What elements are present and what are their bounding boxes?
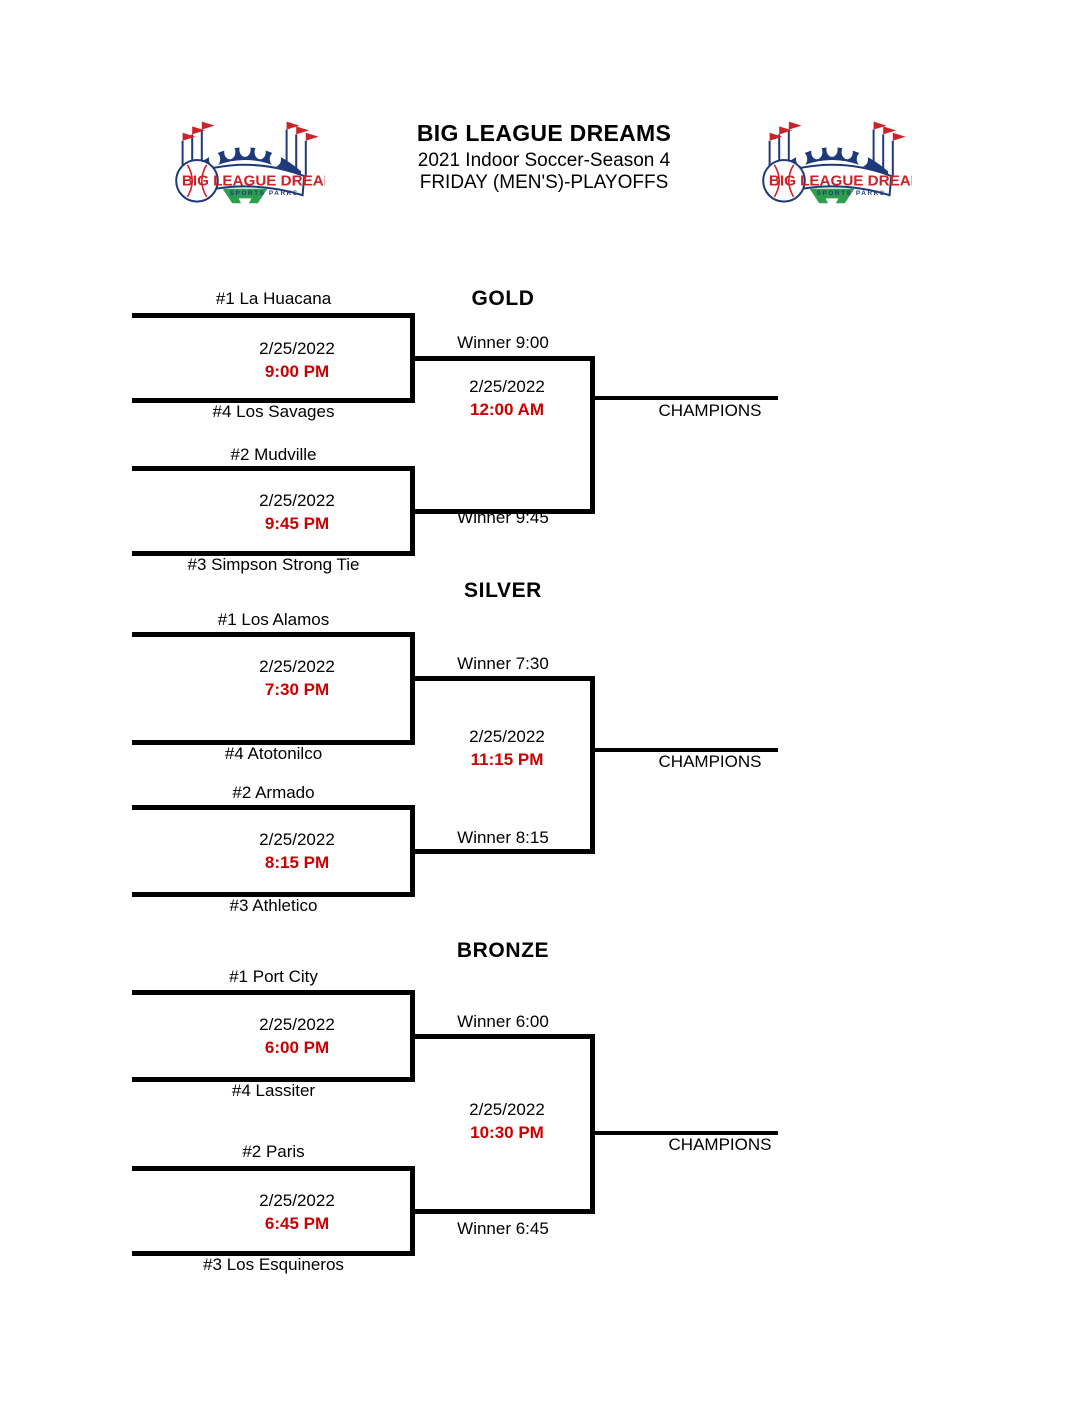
champions-label: CHAMPIONS [668, 1135, 772, 1154]
advances-label: Winner 6:00 [457, 1012, 549, 1031]
final-match-info: 2/25/2022 12:00 AM [407, 376, 607, 422]
team-label: #4 Lassiter [231, 1081, 316, 1100]
team-label: #3 Simpson Strong Tie [187, 555, 360, 574]
match-info: 2/25/2022 6:00 PM [197, 1014, 397, 1060]
bracket-rail [132, 632, 415, 637]
bracket-rail [132, 1166, 415, 1171]
team-label: #1 La Huacana [215, 289, 332, 308]
match-info: 2/25/2022 7:30 PM [197, 656, 397, 702]
team-label: #2 Paris [242, 1142, 305, 1161]
team-label: #3 Los Esquineros [203, 1255, 344, 1274]
final-time: 10:30 PM [470, 1122, 544, 1142]
final-rail-bottom [415, 1209, 595, 1214]
match-time: 8:15 PM [264, 852, 330, 872]
final-time: 11:15 PM [470, 749, 544, 769]
division-title-gold: GOLD [471, 287, 535, 310]
logo-main-text: BIG LEAGUE DREAMS [769, 173, 912, 190]
champions-label: CHAMPIONS [658, 752, 762, 771]
bracket-rail [132, 990, 415, 995]
final-rail-bottom [415, 509, 595, 514]
advances-label: Winner 6:45 [457, 1219, 549, 1238]
champions-rail [590, 1131, 778, 1135]
match-info: 2/25/2022 8:15 PM [197, 829, 397, 875]
bracket-rail [132, 1077, 415, 1082]
bracket-rail [132, 551, 415, 556]
logo-sub-text: SPORTS PARKS [230, 190, 299, 197]
bracket-connector [410, 632, 415, 745]
page-title: BIG LEAGUE DREAMS [416, 120, 672, 146]
advances-label: Winner 8:15 [457, 828, 549, 847]
bracket-rail [132, 740, 415, 745]
logo-sub-text: SPORTS PARKS [817, 190, 886, 197]
match-date: 2/25/2022 [259, 1191, 335, 1210]
final-date: 2/25/2022 [469, 727, 545, 746]
logo-main-text: BIG LEAGUE DREAMS [182, 173, 325, 190]
match-info: 2/25/2022 6:45 PM [197, 1190, 397, 1236]
match-time: 7:30 PM [264, 679, 330, 699]
team-label: #1 Los Alamos [217, 610, 330, 629]
team-label: #1 Port City [229, 967, 318, 986]
division-title-silver: SILVER [464, 579, 542, 602]
advances-label: Winner 9:00 [457, 333, 549, 352]
match-time: 6:00 PM [264, 1037, 330, 1057]
final-connector [590, 676, 595, 854]
team-label: #4 Atotonilco [224, 744, 323, 763]
final-time: 12:00 AM [469, 399, 544, 419]
bracket-rail [132, 313, 415, 318]
match-time: 6:45 PM [264, 1213, 330, 1233]
final-connector [590, 356, 595, 514]
match-info: 2/25/2022 9:00 PM [197, 338, 397, 384]
match-date: 2/25/2022 [259, 1015, 335, 1034]
match-info: 2/25/2022 9:45 PM [197, 490, 397, 536]
bracket-rail [132, 892, 415, 897]
division-bracket-silver: SILVER #1 Los Alamos 2/25/2022 7:30 PM #… [0, 576, 1088, 918]
team-label: #2 Mudville [230, 445, 317, 464]
final-match-info: 2/25/2022 10:30 PM [407, 1099, 607, 1145]
big-league-dreams-logo-right: BIG LEAGUE DREAMS SPORTS PARKS [752, 112, 933, 208]
division-bracket-gold: GOLD #1 La Huacana 2/25/2022 9:00 PM #4 … [0, 278, 1088, 578]
champions-label: CHAMPIONS [658, 401, 762, 420]
match-time: 9:00 PM [264, 361, 330, 381]
division-bracket-bronze: BRONZE #1 Port City 2/25/2022 6:00 PM #4… [0, 932, 1088, 1284]
division-title-bronze: BRONZE [456, 939, 550, 962]
final-date: 2/25/2022 [469, 377, 545, 396]
final-connector [590, 1034, 595, 1214]
team-label: #4 Los Savages [212, 402, 335, 421]
final-rail-top [415, 356, 595, 361]
final-rail-top [415, 1034, 595, 1039]
advances-label: Winner 7:30 [457, 654, 549, 673]
final-rail-bottom [415, 849, 595, 854]
page-subtitle-season: 2021 Indoor Soccer-Season 4 [417, 150, 671, 171]
bracket-rail [132, 1251, 415, 1256]
bracket-rail [132, 398, 415, 403]
champions-rail [590, 396, 778, 400]
match-date: 2/25/2022 [259, 491, 335, 510]
champions-rail [590, 748, 778, 752]
match-date: 2/25/2022 [259, 830, 335, 849]
match-date: 2/25/2022 [259, 657, 335, 676]
page-header: BIG LEAGUE DREAMS SPORTS PARKS BIG LEAGU… [0, 112, 1088, 224]
bracket-rail [132, 805, 415, 810]
match-time: 9:45 PM [264, 513, 330, 533]
big-league-dreams-logo-left: BIG LEAGUE DREAMS SPORTS PARKS [165, 112, 346, 208]
match-date: 2/25/2022 [259, 339, 335, 358]
team-label: #3 Athletico [229, 896, 318, 915]
bracket-rail [132, 466, 415, 471]
page-subtitle-day: FRIDAY (MEN'S)-PLAYOFFS [419, 172, 669, 193]
title-block: BIG LEAGUE DREAMS 2021 Indoor Soccer-Sea… [344, 120, 744, 193]
final-match-info: 2/25/2022 11:15 PM [407, 726, 607, 772]
team-label: #2 Armado [232, 783, 315, 802]
final-rail-top [415, 676, 595, 681]
final-date: 2/25/2022 [469, 1100, 545, 1119]
